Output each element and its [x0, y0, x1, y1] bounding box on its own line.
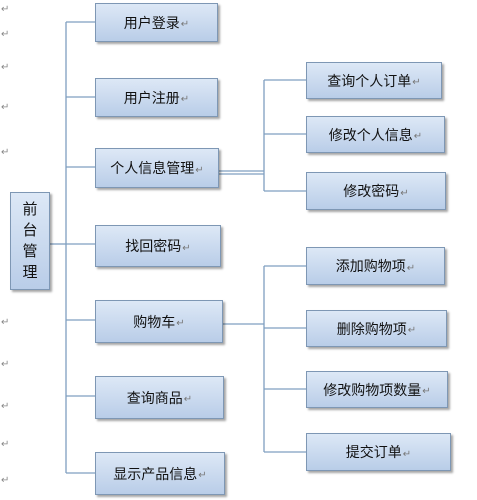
return-mark: ↵	[400, 187, 409, 199]
return-mark: ↵	[198, 470, 207, 481]
return-mark: ↵	[183, 394, 193, 405]
child-label: 修改个人信息	[328, 127, 413, 144]
paragraph-mark: ↵	[1, 29, 10, 40]
root-char: 管	[22, 242, 38, 260]
module-label: 显示产品信息	[113, 466, 198, 483]
module-label: 用户注册	[123, 90, 180, 107]
return-mark: ↵	[180, 94, 190, 105]
child-node-add-item: 添加购物项↵	[306, 247, 445, 285]
module-node-profile-management: 个人信息管理↵	[95, 148, 219, 188]
module-label: 购物车	[133, 314, 176, 331]
return-mark: ↵	[413, 131, 423, 142]
child-node-edit-quantity: 修改购物项数量↵	[306, 371, 448, 408]
module-label: 查询商品	[126, 390, 183, 407]
return-mark: ↵	[422, 386, 431, 397]
return-mark: ↵	[406, 262, 416, 274]
paragraph-mark: ↵	[1, 401, 10, 412]
module-node-shopping-cart: 购物车↵	[95, 300, 223, 343]
paragraph-mark: ↵	[1, 475, 10, 486]
paragraph-mark: ↵	[1, 317, 10, 328]
root-char: 理	[22, 263, 38, 281]
child-node-remove-item: 删除购物项↵	[306, 310, 447, 347]
module-label: 找回密码	[125, 239, 182, 255]
return-mark: ↵	[176, 318, 185, 329]
paragraph-mark: ↵	[1, 62, 10, 73]
child-label: 添加购物项	[335, 259, 406, 275]
paragraph-mark: ↵	[1, 439, 10, 450]
module-node-user-register: 用户注册↵	[95, 78, 218, 117]
module-node-recover-password: 找回密码↵	[95, 225, 221, 267]
child-label: 查询个人订单	[327, 73, 412, 90]
return-mark: ↵	[195, 164, 204, 176]
root-char: 前	[22, 200, 38, 218]
return-mark: ↵	[182, 242, 191, 254]
child-node-submit-order: 提交订单↵	[306, 433, 451, 471]
root-char: 台	[22, 221, 38, 239]
return-mark: ↵	[407, 325, 417, 336]
module-node-product-info: 显示产品信息↵	[95, 452, 225, 495]
paragraph-mark: ↵	[1, 147, 10, 158]
child-label: 修改购物项数量	[323, 382, 422, 399]
child-label: 提交订单	[345, 445, 402, 461]
module-node-search-products: 查询商品↵	[95, 376, 224, 419]
child-node-query-orders: 查询个人订单↵	[306, 62, 442, 99]
module-label: 用户登录	[123, 15, 180, 32]
child-node-change-password: 修改密码↵	[306, 172, 446, 210]
module-label: 个人信息管理	[110, 161, 195, 177]
child-label: 删除购物项	[336, 321, 407, 338]
paragraph-mark: ↵	[1, 359, 10, 370]
child-label: 修改密码	[343, 184, 400, 200]
return-mark: ↵	[412, 77, 421, 88]
return-mark: ↵	[180, 19, 190, 30]
return-mark: ↵	[402, 448, 412, 460]
module-node-user-login: 用户登录↵	[95, 3, 218, 42]
child-node-edit-profile: 修改个人信息↵	[306, 116, 445, 153]
root-node: 前 台 管 理	[10, 192, 50, 290]
paragraph-mark: ↵	[1, 102, 10, 113]
paragraph-mark: ↵	[1, 4, 10, 15]
